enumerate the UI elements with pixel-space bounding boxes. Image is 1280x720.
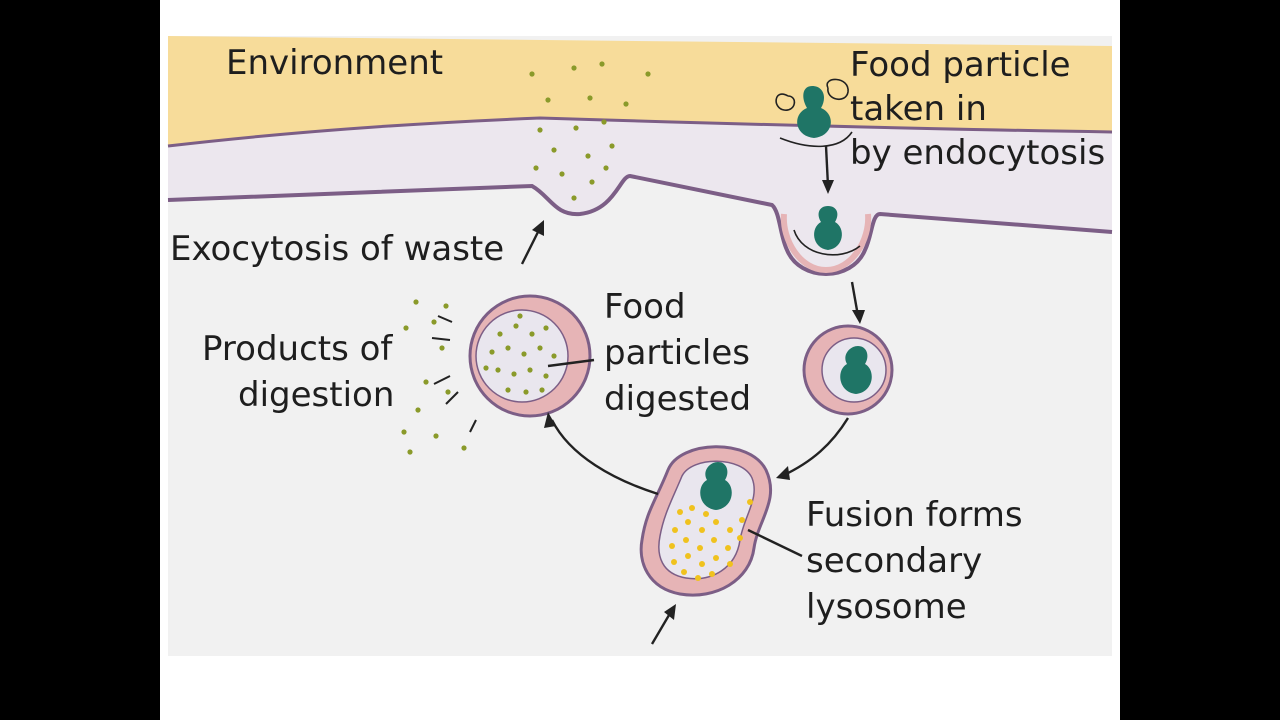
label-exocytosis: Exocytosis of waste xyxy=(170,229,505,269)
pointer-digested xyxy=(547,358,595,368)
food-particle-in-pit xyxy=(814,206,842,250)
waste-particles xyxy=(529,61,651,201)
hydrolytic-enzymes xyxy=(669,499,753,581)
slide: Environment Food particle taken in by en… xyxy=(160,0,1120,720)
label-products-2: digestion xyxy=(238,375,395,415)
arrow-food-entry xyxy=(824,145,830,187)
environment-region xyxy=(168,36,1112,146)
lysosome-digestion-diagram xyxy=(167,36,1113,656)
arrow-exocytosis xyxy=(520,227,542,265)
food-particle-outside xyxy=(797,86,831,138)
pointer-fusion xyxy=(747,528,803,558)
label-digested-1: Food xyxy=(604,287,686,327)
membrane-inner-line xyxy=(167,173,1113,276)
arrow-heads xyxy=(532,180,865,620)
food-particle-in-lysosome xyxy=(700,462,732,510)
label-fusion-2: secondary xyxy=(806,541,983,581)
arrow-lysosome-to-digestion xyxy=(550,419,659,496)
label-products-1: Products of xyxy=(202,329,393,369)
arrow-vesicle-to-lysosome xyxy=(781,417,850,478)
label-fusion-3: lysosome xyxy=(806,587,967,627)
food-particle-in-vesicle xyxy=(840,346,872,394)
endocytosis-pit-rim xyxy=(780,213,872,274)
label-fusion-1: Fusion forms xyxy=(806,495,1023,535)
diffusion-arrows xyxy=(431,315,477,433)
label-food-taken-in-1: Food particle xyxy=(850,45,1071,85)
membrane-outer-line xyxy=(167,116,1113,148)
plasma-membrane xyxy=(168,118,1112,274)
label-food-taken-in-3: by endocytosis xyxy=(850,133,1106,173)
label-digested-2: particles xyxy=(604,333,750,373)
label-digested-3: digested xyxy=(604,379,752,419)
label-food-taken-in-2: taken in xyxy=(850,89,987,129)
label-environment: Environment xyxy=(226,43,444,83)
hand-drawn-annotation xyxy=(775,78,861,256)
digestion-products-inside xyxy=(483,313,557,395)
digestion-products-outside xyxy=(401,299,467,455)
